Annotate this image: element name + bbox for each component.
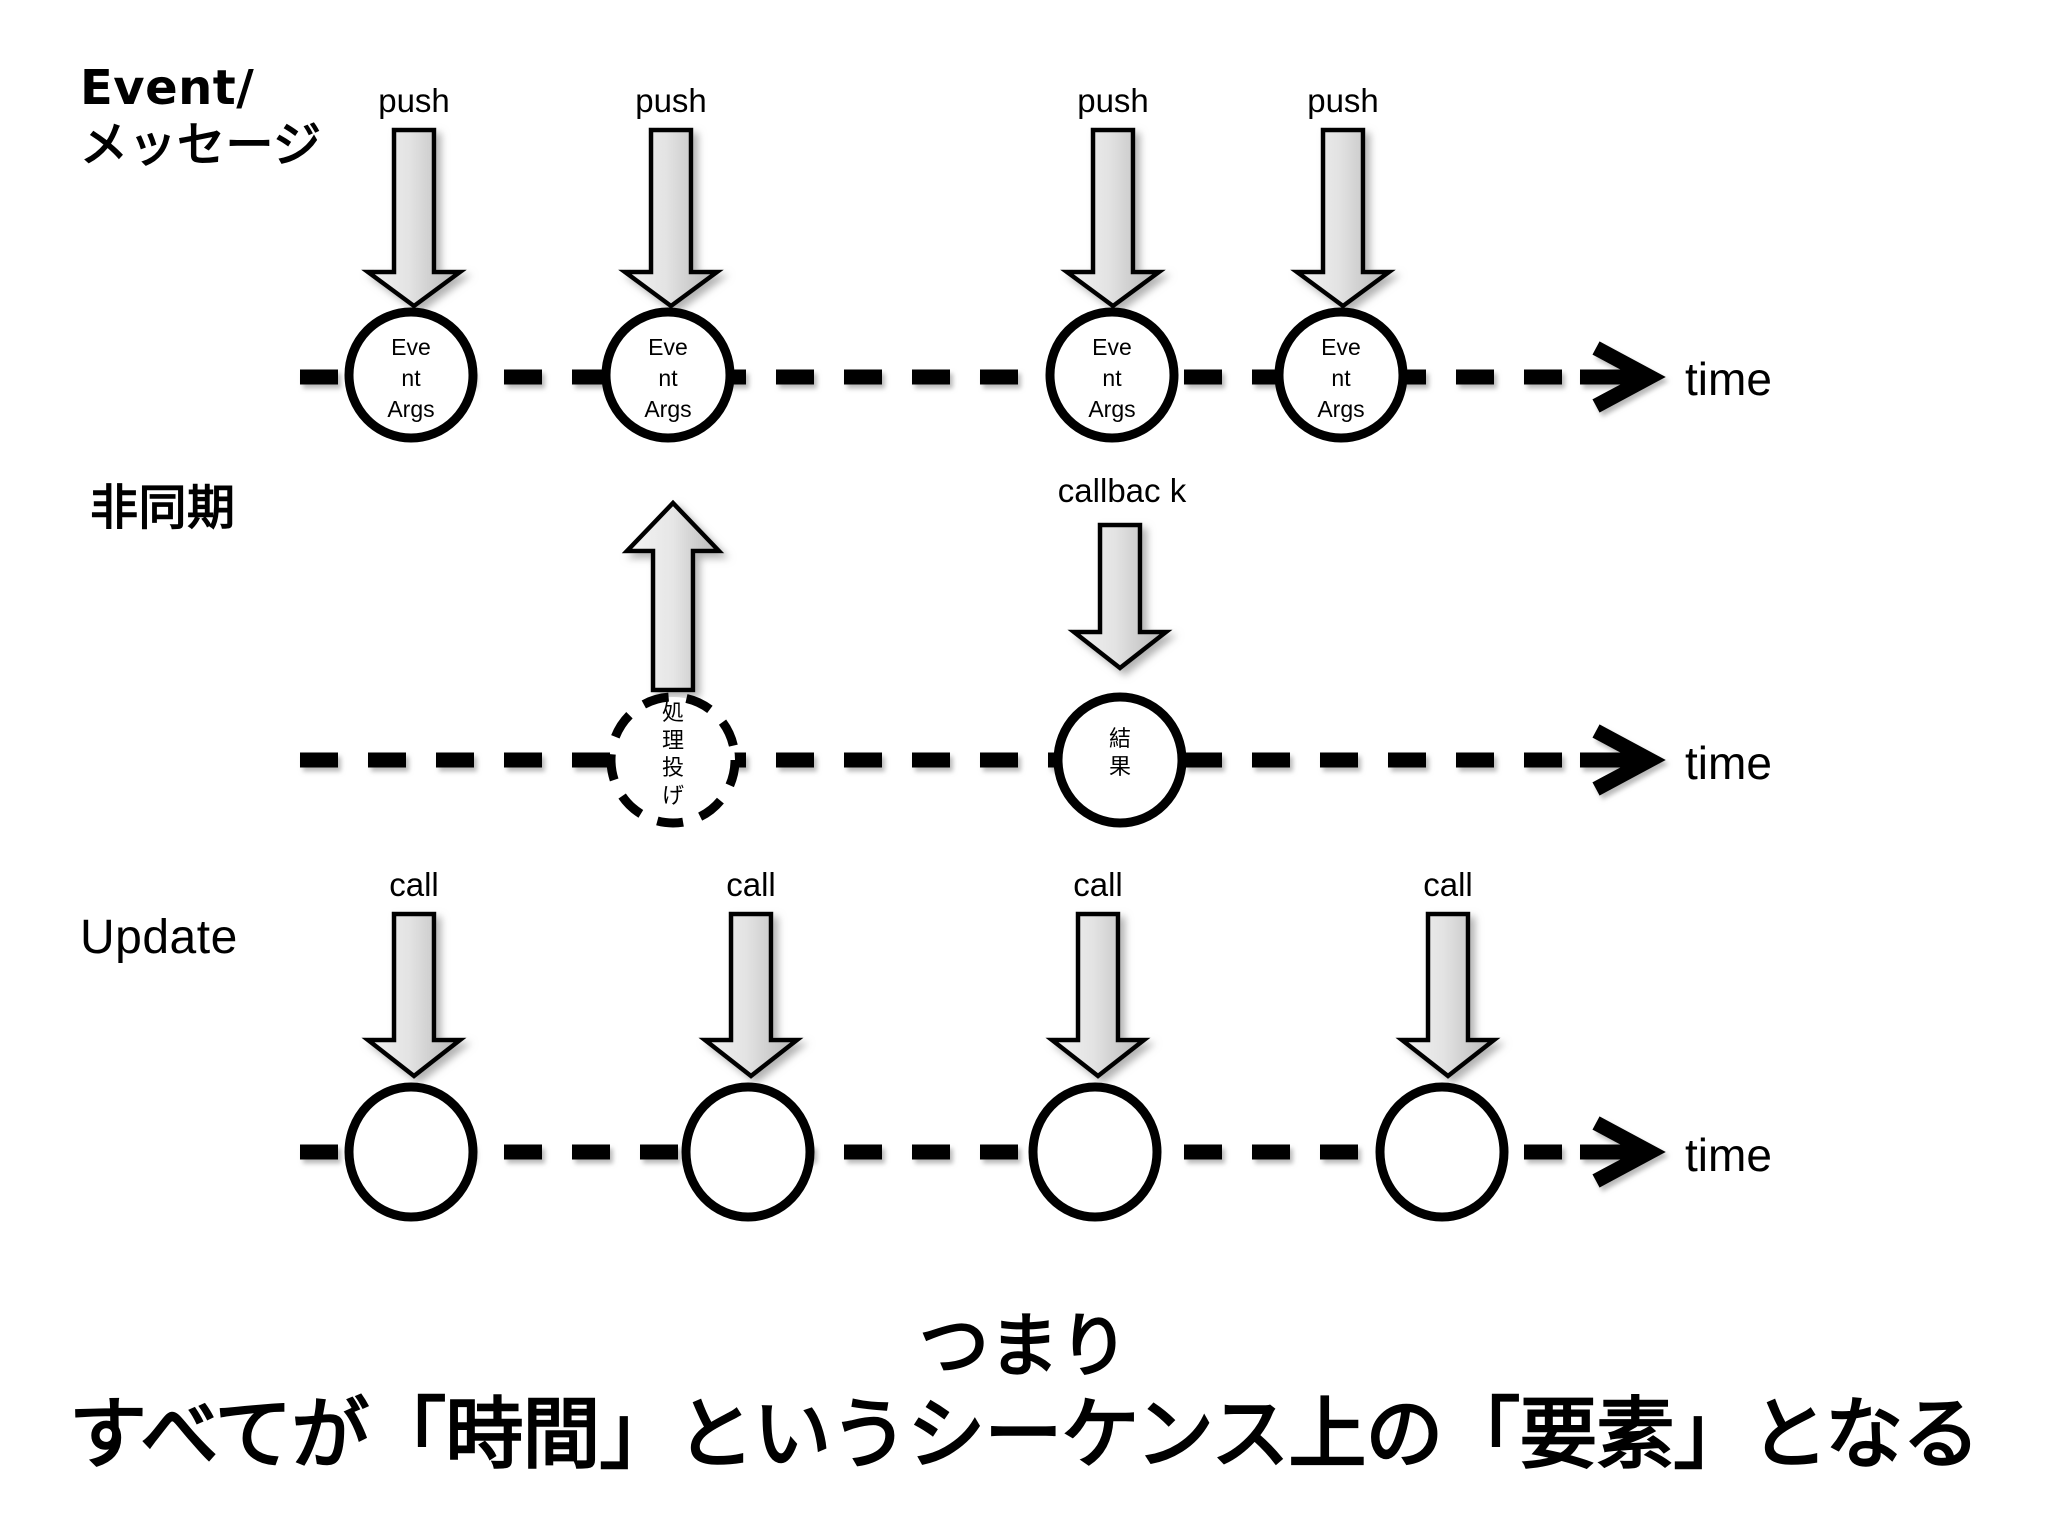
event-node-circle-4: [1274, 307, 1408, 443]
push-arrow-4: [1290, 127, 1396, 309]
timeline-arrowhead-row1: [1580, 341, 1666, 413]
call-arrow-2: [698, 911, 804, 1079]
time-label-row2: time: [1685, 737, 1772, 789]
push-label-1: push: [378, 82, 450, 119]
call-label-2: call: [726, 866, 776, 903]
push-arrow-3: [1060, 127, 1166, 309]
row-update-timeline: [300, 1116, 1666, 1188]
time-label-row1: time: [1685, 353, 1772, 405]
timeline-arrowhead-row3: [1580, 1116, 1666, 1188]
event-node-circle-3: [1045, 307, 1179, 443]
dispatch-up-arrow: [621, 499, 725, 693]
push-label-4: push: [1307, 82, 1379, 119]
row-label-async: 非同期: [90, 480, 236, 536]
event-node-circle-1: [344, 307, 478, 443]
row-label-event-message: Event/ メッセージ: [80, 60, 322, 173]
event-node-circle-2: [601, 307, 735, 443]
update-node-circle-1: [344, 1082, 478, 1222]
callback-down-arrow: [1067, 522, 1173, 671]
push-arrow-2: [618, 127, 724, 309]
result-node-circle: [1053, 692, 1187, 828]
push-arrow-1: [361, 127, 467, 309]
push-label-3: push: [1077, 82, 1149, 119]
call-label-1: call: [389, 866, 439, 903]
dispatch-node-dashed-circle: [606, 692, 740, 828]
row-label-update: Update: [80, 911, 238, 964]
update-node-circle-3: [1028, 1082, 1162, 1222]
conclusion-line-2: すべてが「時間」というシーケンス上の「要素」となる: [68, 1390, 1980, 1480]
call-label-4: call: [1423, 866, 1473, 903]
row-event-timeline: [300, 341, 1666, 413]
update-node-circle-2: [681, 1082, 815, 1222]
time-label-row3: time: [1685, 1129, 1772, 1181]
update-node-circle-4: [1375, 1082, 1509, 1222]
call-label-3: call: [1073, 866, 1123, 903]
call-arrow-4: [1395, 911, 1501, 1079]
call-arrow-1: [361, 911, 467, 1079]
timeline-arrowhead-row2: [1580, 724, 1666, 796]
push-label-2: push: [635, 82, 707, 119]
callback-label: callbac k: [1057, 472, 1187, 509]
call-arrow-3: [1045, 911, 1151, 1079]
conclusion-line-1: つまり: [919, 1305, 1129, 1387]
row-async-timeline: [300, 724, 1666, 796]
